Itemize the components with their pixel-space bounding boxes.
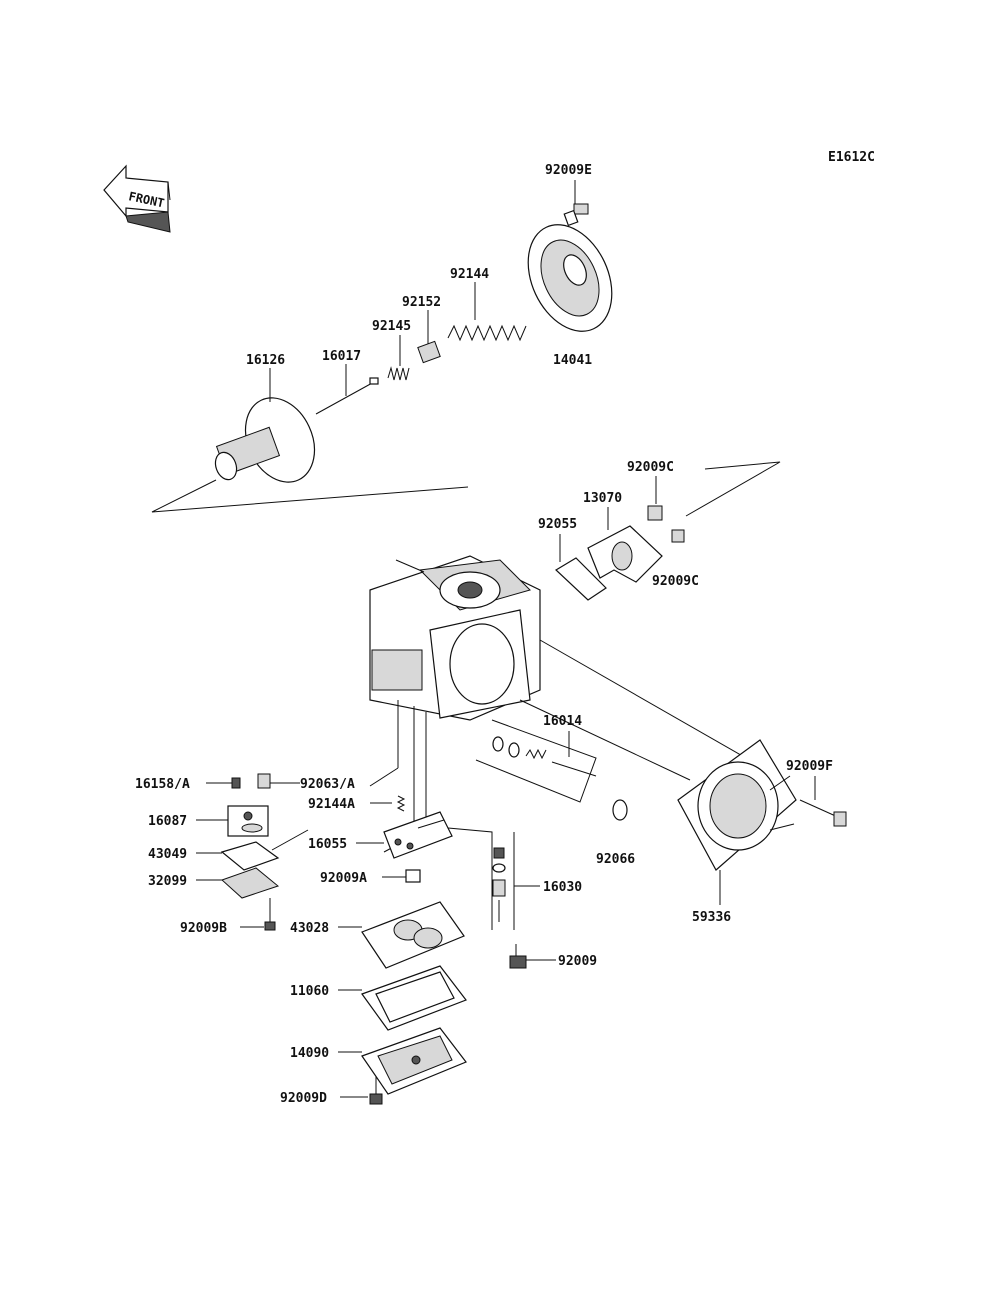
- label-92144: 92144: [450, 267, 489, 282]
- label-92152: 92152: [402, 295, 441, 310]
- label-92009d: 92009D: [280, 1091, 327, 1106]
- diaphragm-piston-16126: [214, 397, 316, 483]
- jet-92063a: [257, 773, 271, 789]
- label-92009c-top: 92009C: [627, 460, 674, 475]
- label-43049: 43049: [148, 847, 187, 862]
- gasket-92055: [555, 557, 607, 601]
- bolt-92009f: [799, 799, 847, 827]
- needle-holder-92152: [417, 340, 441, 364]
- label-92009e: 92009E: [545, 163, 592, 178]
- parts-16055: [383, 811, 453, 859]
- label-92009b: 92009B: [180, 921, 227, 936]
- spring-92144: [447, 324, 527, 342]
- screw-92009c-top: [647, 505, 685, 543]
- label-16055: 16055: [308, 837, 347, 852]
- label-13070: 13070: [583, 491, 622, 506]
- label-92066: 92066: [596, 852, 635, 867]
- diagram-code: E1612C: [828, 150, 875, 165]
- spring-92144a: [396, 795, 406, 812]
- label-16126: 16126: [246, 353, 285, 368]
- diaphragm-43028: [361, 901, 465, 969]
- gasket-11060: [361, 965, 467, 1031]
- label-92145: 92145: [372, 319, 411, 334]
- label-16017: 16017: [322, 349, 361, 364]
- label-92144a: 92144A: [308, 797, 355, 812]
- label-92009a: 92009A: [320, 871, 367, 886]
- label-92009: 92009: [558, 954, 597, 969]
- front-arrow-icon: FRONT: [103, 164, 171, 233]
- plate-32099: [221, 867, 280, 899]
- label-92009c-bottom: 92009C: [652, 574, 699, 589]
- label-92009f: 92009F: [786, 759, 833, 774]
- label-16158a: 16158/A: [135, 777, 190, 792]
- label-16030: 16030: [543, 880, 582, 895]
- bolt-92009e: [563, 203, 589, 227]
- screw-92009b: [264, 898, 276, 931]
- screw-92009a: [405, 869, 421, 883]
- bracket-13070: [587, 525, 663, 583]
- label-32099: 32099: [148, 874, 187, 889]
- label-14041: 14041: [553, 353, 592, 368]
- pilot-screw-16014: [492, 736, 597, 777]
- label-16014: 16014: [543, 714, 582, 729]
- screw-92009d: [369, 1076, 383, 1105]
- jet-needle-16017: [315, 377, 379, 415]
- screw-92009: [509, 944, 527, 969]
- oring-92066: [612, 799, 628, 821]
- label-92063a: 92063/A: [300, 777, 355, 792]
- cover-14090: [361, 1027, 467, 1095]
- spring-92145: [387, 366, 410, 381]
- fuel-pump-59336: [677, 739, 797, 871]
- carburetor-body: [369, 555, 541, 721]
- parts-16087: [227, 805, 269, 837]
- jet-16158a: [231, 777, 241, 789]
- needle-valve-16030: [492, 847, 506, 922]
- gasket-43049: [220, 841, 280, 871]
- label-16087: 16087: [148, 814, 187, 829]
- label-11060: 11060: [290, 984, 329, 999]
- label-92055: 92055: [538, 517, 577, 532]
- label-59336: 59336: [692, 910, 731, 925]
- label-14090: 14090: [290, 1046, 329, 1061]
- label-43028: 43028: [290, 921, 329, 936]
- carb-cover-14041: [527, 224, 613, 332]
